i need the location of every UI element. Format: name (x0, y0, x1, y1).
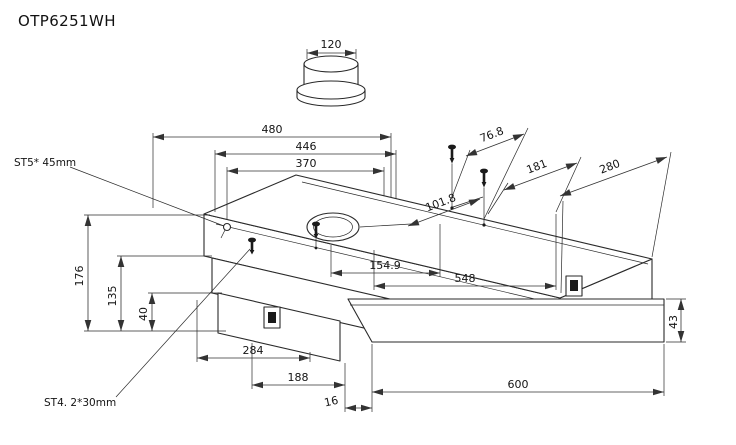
top-face (203, 174, 653, 299)
duct-top-opening (303, 55, 359, 73)
dim-label-176: 176 (73, 266, 86, 287)
top-face-front-seam (215, 223, 557, 305)
dim-label-40: 40 (137, 307, 150, 321)
screw-icon-top-face (312, 221, 320, 250)
dim-screw-spacing-depth: 76.8 (451, 124, 529, 220)
visor-panel (347, 298, 665, 343)
duct-hole (306, 212, 360, 242)
dim-body-height: 135 (106, 255, 212, 331)
dim-mount-depth: 181 (487, 156, 582, 215)
dim-label-548: 548 (455, 272, 476, 285)
model-number: OTP6251WH (18, 12, 116, 30)
dim-label-16: 16 (323, 394, 339, 410)
screw-icon-front (248, 237, 256, 255)
dim-visor-width: 600 (372, 344, 665, 396)
dim-visor-gap: 16 (323, 344, 373, 412)
leader-line-bottom-screw (115, 248, 251, 398)
dim-label-188: 188 (288, 371, 309, 384)
duct-flange (296, 80, 366, 100)
dim-label-370: 370 (296, 157, 317, 170)
dim-label-154-9: 154.9 (369, 259, 401, 272)
dimensions: 120 480 446 370 76.8 (73, 38, 686, 412)
dim-label-43: 43 (667, 315, 680, 329)
keyhole-slot-icon (222, 222, 232, 232)
dim-label-600: 600 (508, 378, 529, 391)
screw-spec-bottom-label: ST4. 2*30mm (44, 397, 116, 409)
leader-labels: ST5* 45mm ST4. 2*30mm (14, 157, 251, 409)
dim-label-135: 135 (106, 286, 119, 307)
duct-cylinder (296, 55, 366, 107)
duct-hole-inner (313, 216, 353, 238)
telescopic-drawer (211, 257, 665, 362)
dim-overall-width: 480 (152, 123, 392, 208)
dim-body-width: 548 (373, 214, 557, 290)
dim-label-120: 120 (321, 38, 342, 51)
slide-bracket-right-slot (570, 280, 578, 291)
slide-bracket-left-slot (268, 312, 276, 323)
dim-label-76-8: 76.8 (478, 124, 506, 145)
dim-label-480: 480 (262, 123, 283, 136)
dim-duct-offset-width: 154.9 (330, 224, 441, 277)
dim-front-strip-height: 40 (137, 292, 222, 331)
dim-overall-height: 176 (73, 214, 226, 332)
dim-label-280: 280 (598, 157, 622, 177)
dim-label-284: 284 (243, 344, 264, 357)
dim-label-446: 446 (296, 140, 317, 153)
screw-icon-floating-2 (480, 168, 488, 227)
screw-spec-top-label: ST5* 45mm (14, 157, 76, 169)
dim-label-181: 181 (525, 157, 549, 177)
dim-drawer-depth: 188 (251, 343, 346, 389)
dim-duct-diameter: 120 (306, 38, 357, 59)
dim-panel-width: 370 (226, 157, 385, 219)
dim-visor-height: 43 (666, 298, 686, 343)
dim-inner-width: 446 (214, 140, 397, 212)
leader-line-top-screw (69, 166, 225, 227)
dim-bottom-depth: 284 (196, 300, 311, 362)
